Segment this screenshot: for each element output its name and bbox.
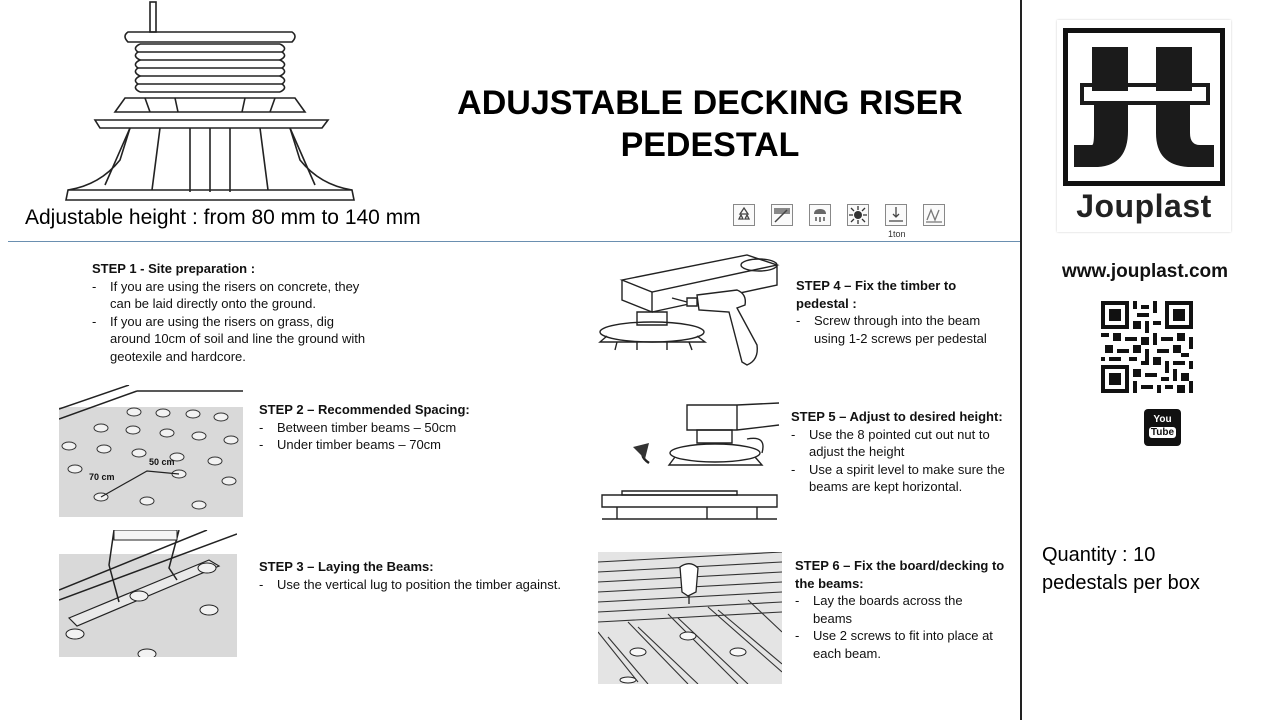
step-5-bullet: Use a spirit level to make sure the beam…	[791, 461, 1016, 496]
youtube-label-2: Tube	[1149, 427, 1176, 438]
step-1: STEP 1 - Site preparation : If you are u…	[92, 260, 372, 365]
step-3-bullet: Use the vertical lug to position the tim…	[259, 576, 589, 594]
title-line-1: ADUJSTABLE DECKING RISER	[457, 84, 963, 122]
step-2: STEP 2 – Recommended Spacing: Between ti…	[259, 401, 489, 454]
quantity-info: Quantity : 10 pedestals per box	[1042, 541, 1200, 597]
pedestal-illustration	[65, 1, 355, 201]
step-6: STEP 6 – Fix the board/decking to the be…	[795, 557, 1005, 662]
divider-vertical	[1020, 0, 1022, 720]
slip-icon	[923, 204, 945, 226]
website-link[interactable]: www.jouplast.com	[1061, 261, 1229, 282]
step-3: STEP 3 – Laying the Beams: Use the verti…	[259, 558, 589, 593]
spacing-label-70: 70 cm	[89, 472, 115, 482]
youtube-icon[interactable]: You Tube	[1144, 409, 1181, 446]
step-1-heading: STEP 1 - Site preparation :	[92, 261, 256, 276]
fix-timber-illustration	[598, 254, 780, 366]
youtube-label-1: You	[1153, 414, 1172, 425]
laying-beams-illustration	[59, 530, 237, 657]
load-icon	[885, 204, 907, 226]
spacing-label-50: 50 cm	[149, 457, 175, 467]
flexible-icon	[771, 204, 793, 226]
step-5-heading: STEP 5 – Adjust to desired height:	[791, 409, 1003, 424]
rain-icon	[809, 204, 831, 226]
jt-logo-icon	[1074, 47, 1214, 167]
fix-decking-illustration	[598, 552, 782, 684]
load-caption: 1ton	[888, 229, 906, 239]
qr-code[interactable]	[1101, 301, 1193, 393]
step-6-heading: STEP 6 – Fix the board/decking to the be…	[795, 558, 1005, 591]
title-line-2: PEDESTAL	[620, 126, 800, 164]
step-6-bullet: Use 2 screws to fit into place at each b…	[795, 627, 1005, 662]
step-5-bullet: Use the 8 pointed cut out nut to adjust …	[791, 426, 1016, 461]
adjust-height-illustration	[601, 402, 780, 520]
step-4: STEP 4 – Fix the timber to pedestal : Sc…	[796, 277, 1006, 347]
step-2-bullet: Under timber beams – 70cm	[259, 436, 489, 454]
step-6-bullet: Lay the boards across the beams	[795, 592, 1005, 627]
height-range: Adjustable height : from 80 mm to 140 mm	[25, 206, 421, 229]
recycle-icon	[733, 204, 755, 226]
brand-logo: Jouplast	[1057, 20, 1231, 232]
quantity-line-2: pedestals per box	[1042, 572, 1200, 594]
step-3-heading: STEP 3 – Laying the Beams:	[259, 559, 434, 574]
divider-horizontal	[8, 241, 1020, 242]
step-5: STEP 5 – Adjust to desired height: Use t…	[791, 408, 1016, 496]
spacing-illustration: 50 cm 70 cm	[59, 385, 243, 517]
step-2-bullet: Between timber beams – 50cm	[259, 419, 489, 437]
step-2-heading: STEP 2 – Recommended Spacing:	[259, 402, 470, 417]
quantity-line-1: Quantity : 10	[1042, 544, 1156, 566]
step-4-bullet: Screw through into the beam using 1-2 sc…	[796, 312, 1006, 347]
step-1-bullet: If you are using the risers on grass, di…	[92, 313, 372, 366]
brand-name: Jouplast	[1076, 188, 1212, 224]
sun-frost-icon	[847, 204, 869, 226]
step-4-heading: STEP 4 – Fix the timber to pedestal :	[796, 278, 957, 311]
page-title: ADUJSTABLE DECKING RISER PEDESTAL	[440, 82, 980, 166]
step-1-bullet: If you are using the risers on concrete,…	[92, 278, 372, 313]
logo-frame	[1063, 28, 1225, 186]
